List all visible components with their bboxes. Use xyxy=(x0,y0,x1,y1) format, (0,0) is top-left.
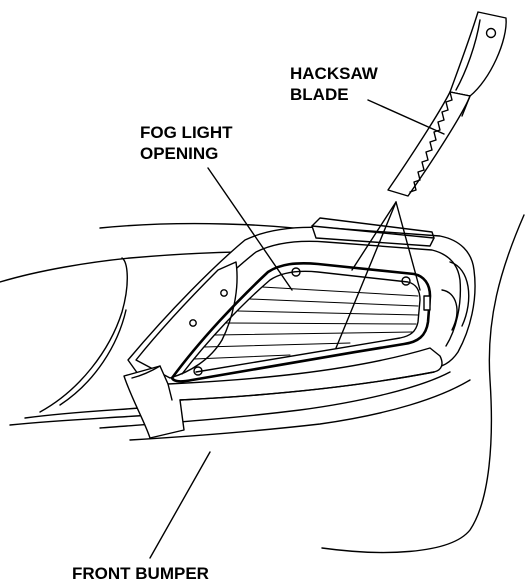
mount-hole-icon xyxy=(220,289,228,297)
hacksaw-label-line2: BLADE xyxy=(290,85,349,104)
fog-light-label-line1: FOG LIGHT xyxy=(140,123,233,142)
lens-rib xyxy=(193,354,291,360)
mount-hole-icon xyxy=(189,319,197,327)
lens-clip-icon xyxy=(193,366,203,376)
left-mounting-flange xyxy=(135,261,238,379)
hacksaw-blade-icon xyxy=(387,11,507,197)
callout-labels: HACKSAW BLADE FOG LIGHT OPENING FRONT BU… xyxy=(72,64,379,583)
front-bumper-label: FRONT BUMPER xyxy=(72,564,209,583)
leader-lines xyxy=(149,99,445,559)
lens-rib xyxy=(249,298,419,307)
lens-clip-icon xyxy=(291,267,301,277)
fog-light-lens xyxy=(170,261,432,383)
cut-point-leader xyxy=(335,201,397,349)
cut-point-leader xyxy=(395,201,421,291)
hacksaw-leader xyxy=(367,99,445,135)
lens-latch xyxy=(423,295,431,311)
lens-rib xyxy=(225,322,417,325)
lens-clip-icon xyxy=(401,276,411,286)
cut-point-leader xyxy=(351,201,397,271)
fog-light-leader xyxy=(207,167,293,291)
lens-rib xyxy=(261,286,419,297)
bumper-leader xyxy=(149,451,211,559)
bumper-lower-lip xyxy=(123,347,443,439)
hacksaw-label-line1: HACKSAW xyxy=(290,64,379,83)
fender-curve xyxy=(321,214,525,554)
lens-rib xyxy=(203,342,351,348)
lens-rib xyxy=(214,331,413,336)
lens-rib xyxy=(237,310,419,316)
fog-light-label-line2: OPENING xyxy=(140,144,218,163)
